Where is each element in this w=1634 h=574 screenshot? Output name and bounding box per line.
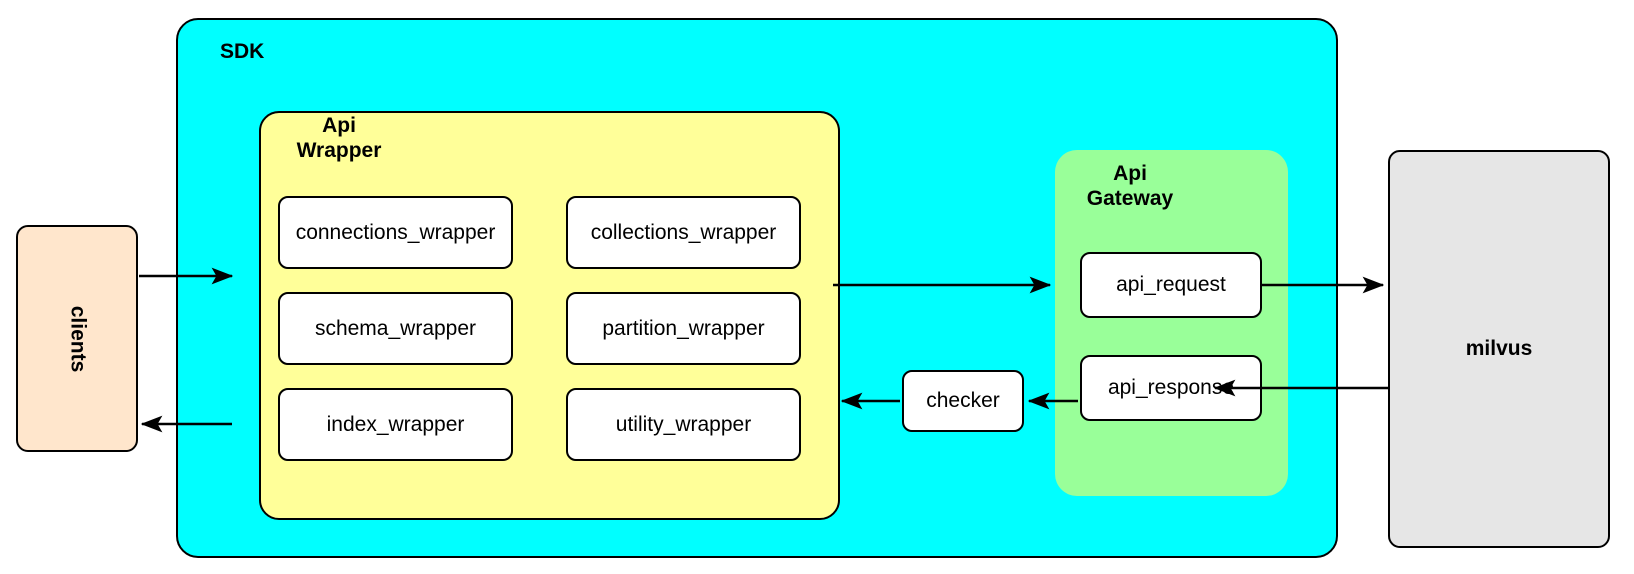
wrapper-module-connections-wrapper[interactable]: connections_wrapper: [278, 196, 513, 269]
api-gateway-title: Api Gateway: [1086, 162, 1174, 210]
wrapper-module-label: schema_wrapper: [314, 316, 477, 340]
checker-label: checker: [926, 389, 1000, 413]
gateway-module-api-response[interactable]: api_response: [1080, 355, 1262, 421]
wrapper-module-label: collections_wrapper: [590, 220, 777, 244]
wrapper-module-partition-wrapper[interactable]: partition_wrapper: [566, 292, 801, 365]
wrapper-module-index-wrapper[interactable]: index_wrapper: [278, 388, 513, 461]
clients-label: clients: [66, 305, 89, 372]
api-gateway-container: [1055, 150, 1288, 496]
wrapper-module-collections-wrapper[interactable]: collections_wrapper: [566, 196, 801, 269]
milvus-node[interactable]: milvus: [1388, 150, 1610, 548]
gateway-module-api-request[interactable]: api_request: [1080, 252, 1262, 318]
clients-node[interactable]: clients: [16, 225, 138, 452]
sdk-title: SDK: [220, 40, 265, 63]
wrapper-module-label: connections_wrapper: [295, 220, 496, 244]
gateway-module-label: api_request: [1116, 273, 1226, 297]
api-wrapper-title: Api Wrapper: [296, 114, 382, 162]
wrapper-module-label: utility_wrapper: [615, 412, 752, 436]
wrapper-module-utility-wrapper[interactable]: utility_wrapper: [566, 388, 801, 461]
checker-node[interactable]: checker: [902, 370, 1024, 432]
wrapper-module-label: index_wrapper: [326, 412, 465, 436]
wrapper-module-schema-wrapper[interactable]: schema_wrapper: [278, 292, 513, 365]
wrapper-module-label: partition_wrapper: [602, 316, 765, 340]
gateway-module-label: api_response: [1107, 376, 1235, 400]
milvus-label: milvus: [1465, 337, 1533, 360]
